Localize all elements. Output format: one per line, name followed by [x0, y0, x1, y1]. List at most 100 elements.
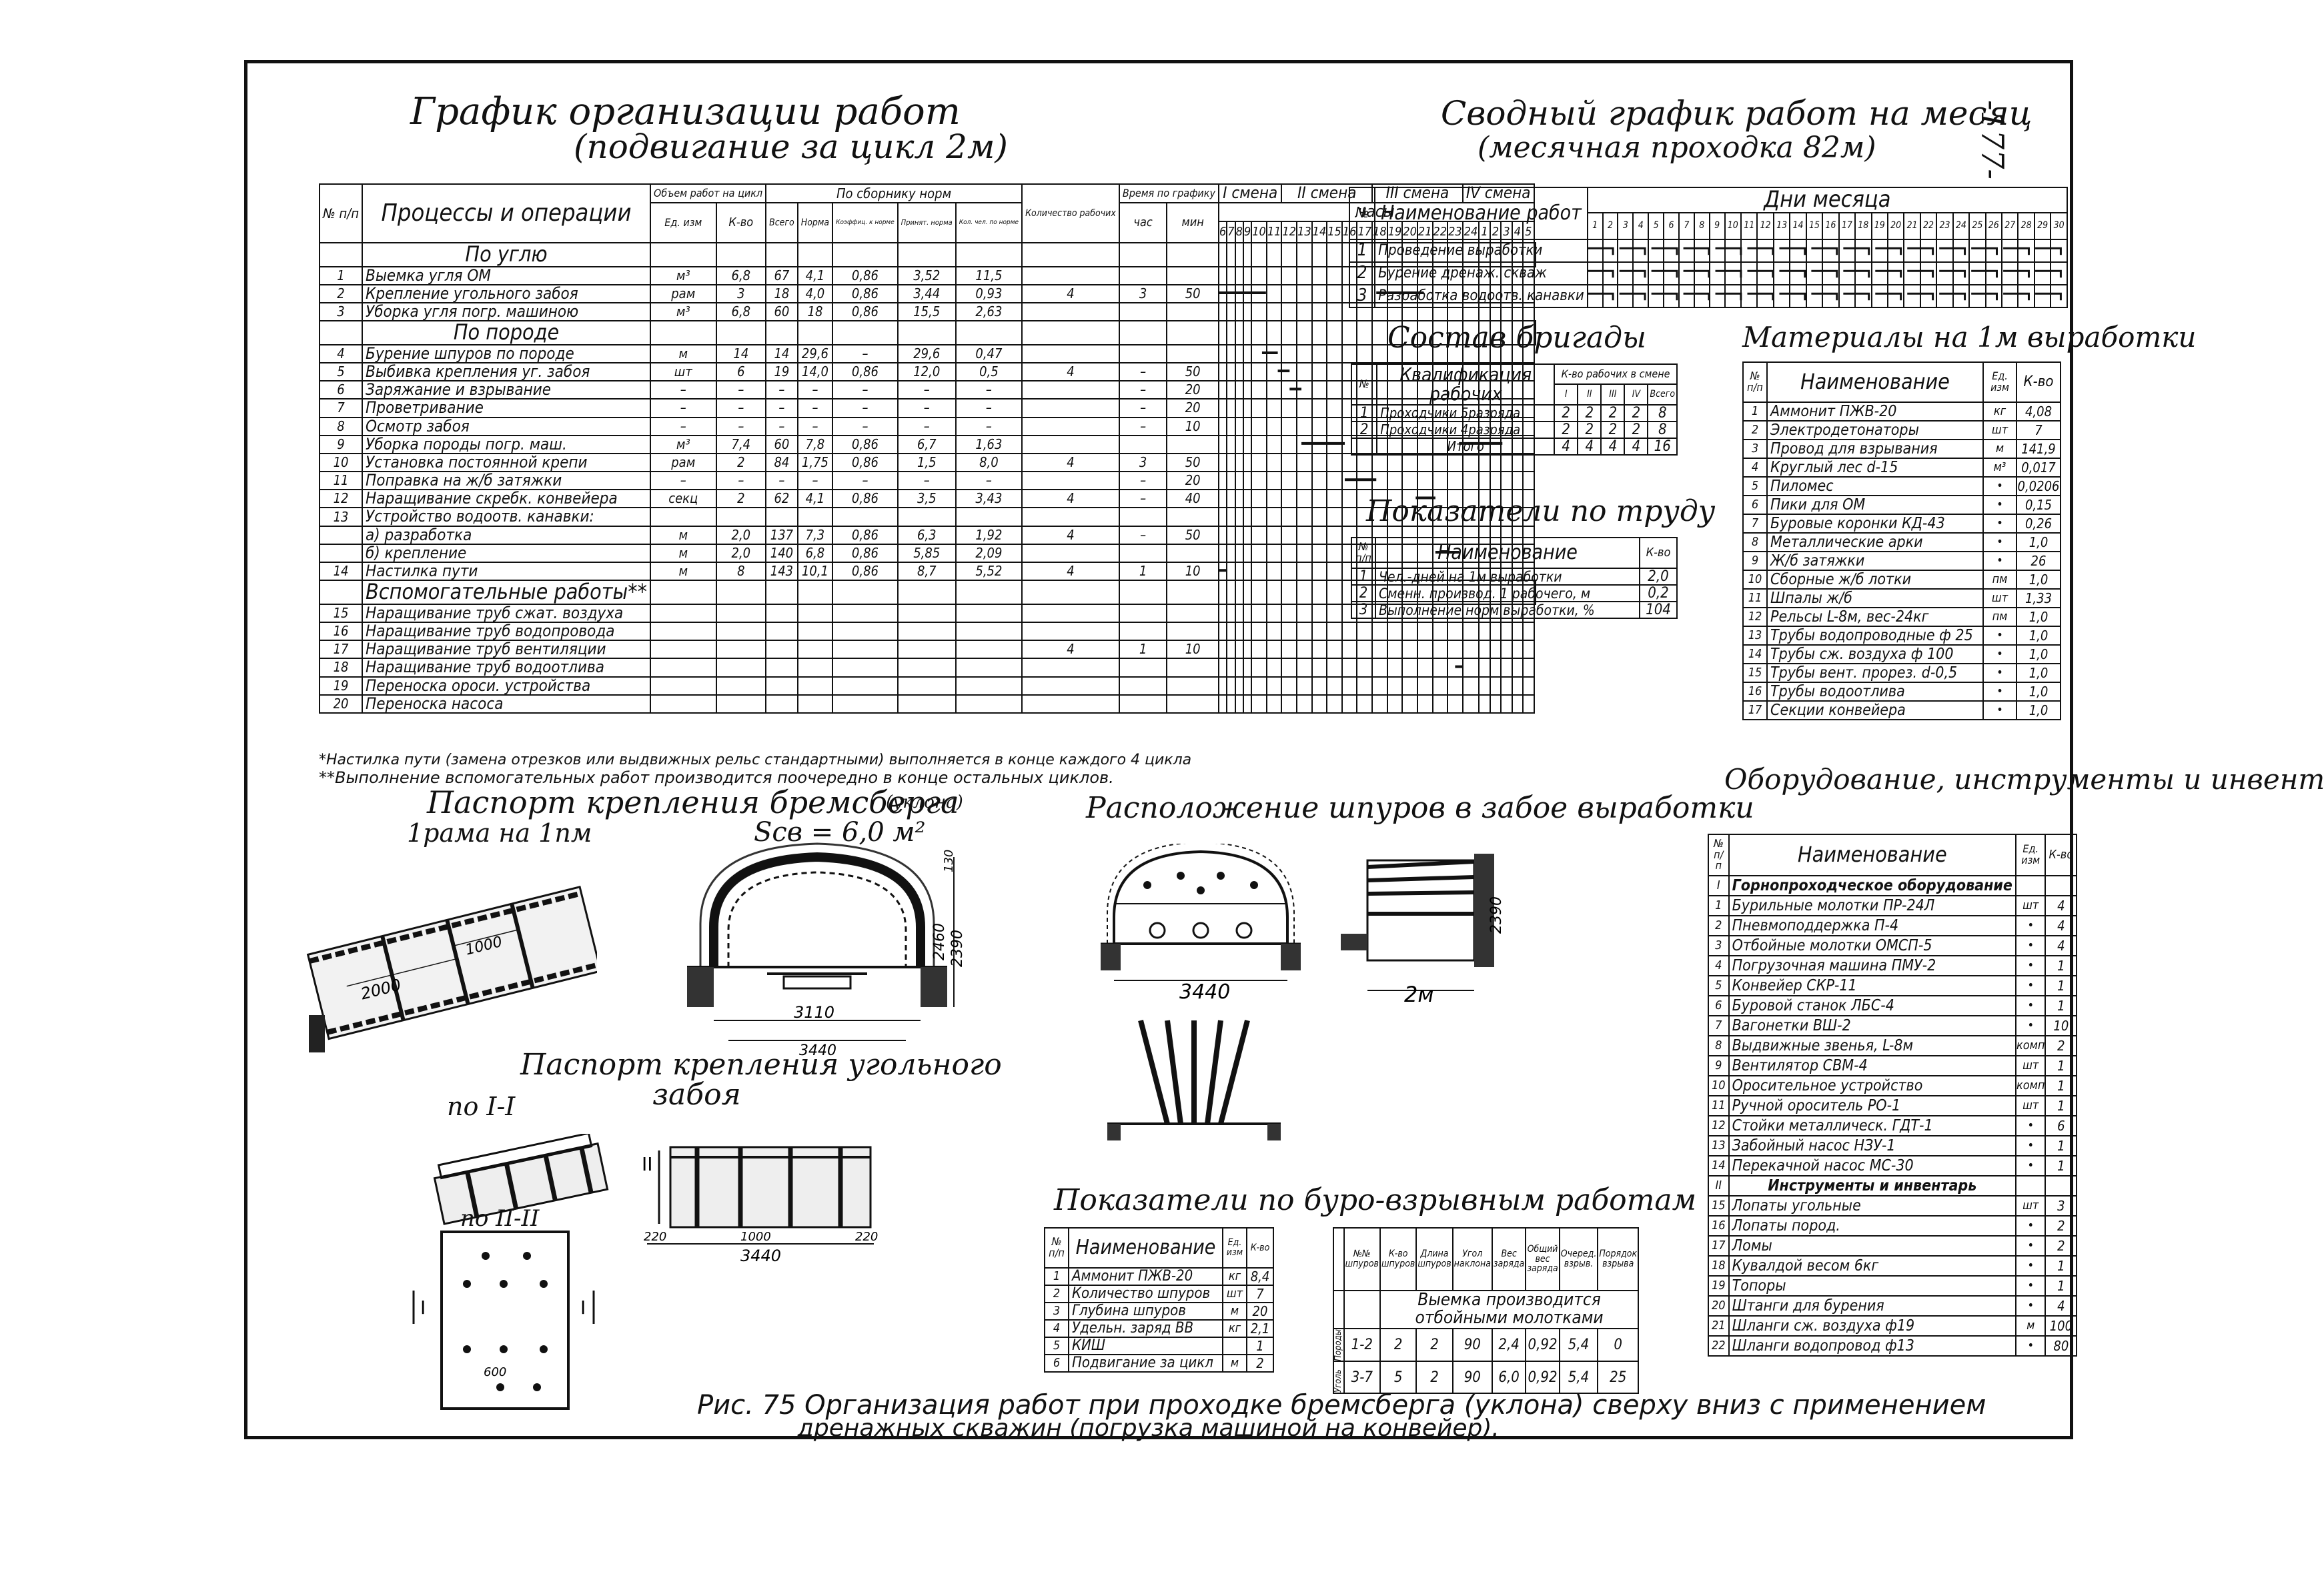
monthly-bar — [1875, 292, 1902, 301]
sched-hour-cell — [1265, 242, 1283, 267]
sched-cell-num — [318, 525, 364, 545]
sched-hour-cell — [1371, 343, 1388, 363]
equipment-cell-value: 1 — [2045, 955, 2078, 976]
sched-hour-cell — [1311, 694, 1328, 714]
sched-hour-cell — [1281, 658, 1298, 678]
equipment-cell-unit: шт — [2014, 1195, 2047, 1217]
monthly-bar — [1907, 269, 1934, 278]
sched-cell-h — [1118, 507, 1168, 527]
monthly-day-cell — [1678, 238, 1695, 263]
equipment-cell-value: 4 — [2045, 895, 2078, 916]
materials-cell-num: 2 — [1742, 420, 1768, 440]
sched-cell-c — [832, 640, 899, 660]
blasting-cell-value: 8,4 — [1246, 1267, 1274, 1286]
brigade-cell-value: 8 — [1647, 404, 1678, 422]
sched-hour-cell — [1251, 416, 1267, 436]
figure-caption-1: Рис. 75 Организация работ при проходке б… — [697, 1390, 1986, 1421]
sched-cell-b: 4,1 — [796, 265, 834, 285]
monthly-day-0: 1 — [1586, 211, 1604, 240]
brigade-cell-value: 16 — [1647, 437, 1678, 456]
equipment-cell-unit: шт — [2014, 1095, 2047, 1116]
sched-hour-cell — [1265, 507, 1283, 527]
equipment-cell-unit: • — [2014, 1015, 2047, 1036]
materials-cell-unit: шт — [1982, 588, 2017, 608]
sched-hour-cell — [1265, 398, 1283, 418]
sched-hour-cell — [1281, 320, 1298, 345]
sched-cell-num: 6 — [318, 380, 364, 400]
sched-hour-cell — [1265, 658, 1283, 678]
blasting-cell-value: 2 — [1246, 1354, 1274, 1373]
materials-cell-value: 141,9 — [2016, 439, 2061, 459]
sched-cell-w — [1021, 658, 1120, 678]
sched-cell-b: 7,8 — [796, 434, 834, 454]
monthly-day-cell — [2050, 283, 2068, 308]
sched-cell-m: 10 — [1166, 561, 1219, 582]
equipment-cell-num: 10 — [1708, 1075, 1730, 1096]
sched-cell-h: 1 — [1118, 561, 1168, 582]
sched-cell-name: Установка постоянной крепи — [362, 452, 651, 473]
face-holes-drawing: 3440 — [1101, 844, 1301, 1000]
monthly-bar — [1779, 247, 1806, 255]
sched-head-unit: Ед. изм — [650, 202, 717, 243]
brigade-shift-0: I — [1554, 383, 1579, 406]
sched-cell-unit — [650, 676, 717, 696]
equipment-cell-unit: • — [2014, 1275, 2047, 1297]
sched-hour-cell — [1217, 640, 1228, 660]
sched-hour-cell — [1217, 507, 1228, 527]
sched-cell-e: 2,09 — [955, 543, 1023, 564]
materials-cell-name: Пиломес — [1766, 476, 1984, 496]
monthly-day-cell — [1870, 238, 1888, 263]
sched-hour-cell — [1251, 320, 1267, 345]
sched-hour-cell — [1234, 489, 1244, 509]
blasting-cell-num: 2 — [1044, 1285, 1069, 1303]
sched-hour-cell — [1489, 694, 1502, 714]
sched-empty-cell — [1118, 580, 1168, 605]
sched-hour-cell — [1234, 543, 1244, 564]
sched-hour-cell — [1251, 603, 1267, 623]
equipment-cell-value: 2 — [2045, 1035, 2078, 1056]
sched-cell-w — [1021, 343, 1120, 363]
sched-hour-cell — [1242, 580, 1253, 605]
sched-hour-cell — [1296, 471, 1313, 491]
monthly-head-num: № — [1348, 187, 1376, 240]
holes-note-row: Выемка производится отбойными молотками — [1333, 1290, 1640, 1329]
equipment-cell-num: 6 — [1708, 995, 1730, 1016]
sched-hour-cell — [1242, 694, 1253, 714]
sched-cell-name: Выемка угля ОМ — [362, 265, 651, 285]
monthly-day-cell — [1756, 283, 1774, 308]
sched-cell-d — [897, 694, 957, 714]
monthly-day-cell — [1602, 283, 1619, 308]
sched-hour-cell — [1242, 301, 1253, 322]
monthly-bar — [2003, 247, 2030, 255]
sched-hour-cell — [1500, 640, 1513, 660]
sched-cell-a: 137 — [765, 525, 798, 545]
holes-cell: 2,4 — [1491, 1327, 1527, 1363]
sched-hour-cell — [1401, 489, 1418, 509]
sched-cell-d — [897, 658, 957, 678]
equipment-cell-value: 1 — [2045, 1075, 2078, 1096]
sched-hour-cell — [1265, 283, 1283, 303]
sched-cell-b: – — [796, 471, 834, 491]
sched-cell-c — [832, 507, 899, 527]
sched-cell-e: 1,92 — [955, 525, 1023, 545]
sched-cell-e: – — [955, 416, 1023, 436]
monthly-day-cell — [2017, 283, 2035, 308]
sched-cell-b: – — [796, 416, 834, 436]
monthly-bar — [2035, 247, 2062, 255]
monthly-day-cell — [1838, 261, 1856, 285]
sched-hour-cell — [1226, 434, 1236, 454]
equipment-cell-name: Вагонетки ВШ-2 — [1728, 1015, 2016, 1036]
sched-cell-num: 19 — [318, 676, 364, 696]
monthly-day-25: 26 — [1984, 211, 2003, 240]
sched-empty-cell — [1166, 580, 1219, 605]
materials-cell-name: Трубы водопроводные ф 25 — [1766, 626, 1984, 646]
monthly-day-11: 12 — [1756, 211, 1774, 240]
sched-cell-a: 62 — [765, 489, 798, 509]
